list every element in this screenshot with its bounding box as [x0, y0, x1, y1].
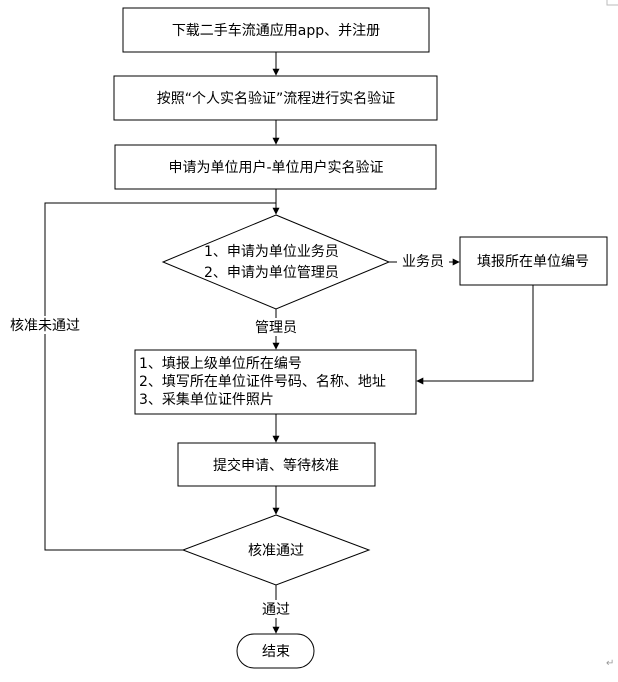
- node-submit-label: 提交申请、等待核准: [213, 457, 339, 474]
- crop-mark-icon: [606, 0, 618, 6]
- node-fill-details-line1: 1、填报上级单位所在编号: [139, 356, 302, 372]
- node-choose-role-diamond: [161, 214, 391, 310]
- node-end-terminal: [236, 633, 315, 669]
- node-apply-unit-box: [114, 144, 437, 190]
- edge-not-approved-label: 核准未通过: [10, 318, 80, 334]
- node-fill-details-box: [134, 349, 417, 415]
- edge-approved-bg: [254, 600, 298, 618]
- edge-manager-label: 管理员: [255, 320, 297, 336]
- node-choose-role-line2: 2、申请为单位管理员: [204, 265, 339, 281]
- node-choose-role-line1: 1、申请为单位业务员: [204, 244, 339, 260]
- node-personal-verify-label: 按照“个人实名验证”流程进行实名验证: [157, 91, 396, 107]
- arrow-fill-unit-no-to-details: [416, 285, 534, 385]
- return-mark-icon: ↵: [606, 658, 614, 669]
- node-fill-unit-no-box: [459, 236, 608, 286]
- node-fill-unit-no-label: 填报所在单位编号: [477, 254, 589, 270]
- node-end-label: 结束: [262, 644, 290, 660]
- node-approved-check-label: 核准通过: [248, 543, 304, 559]
- node-fill-details-line3: 3、采集单位证件照片: [139, 391, 274, 408]
- edge-not-approved-bg: [4, 316, 86, 334]
- node-apply-unit-label: 申请为单位用户-单位用户实名验证: [168, 159, 383, 176]
- edge-salesperson-label: 业务员: [402, 254, 444, 270]
- edge-approved-label: 通过: [262, 602, 290, 618]
- node-personal-verify-box: [113, 75, 438, 121]
- node-submit-box: [177, 442, 376, 487]
- node-download-label: 下载二手车流通应用app、并注册: [172, 22, 380, 39]
- edge-salesperson-bg: [397, 252, 449, 270]
- arrow-not-approved-loop: [44, 202, 276, 551]
- edge-manager-bg: [248, 318, 304, 336]
- node-fill-details-line2: 2、填写所在单位证件号码、名称、地址: [139, 374, 386, 390]
- node-download-box: [122, 7, 430, 53]
